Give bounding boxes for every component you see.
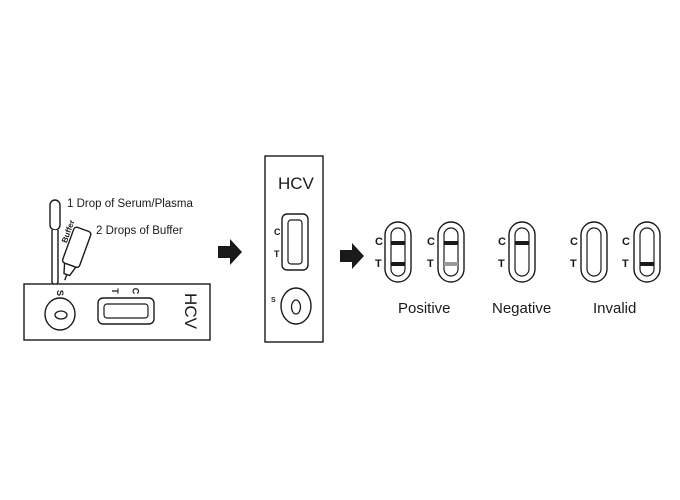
strip-t-label: T <box>570 258 577 270</box>
strip-c-label: C <box>427 236 435 248</box>
result-positive-label: Positive <box>398 300 451 317</box>
test-mark: T <box>109 288 120 294</box>
vertical-control-mark: C <box>274 227 281 237</box>
result-window-inner <box>103 303 149 319</box>
strip-invalid-none <box>580 221 608 283</box>
result-invalid-label: Invalid <box>593 300 637 317</box>
strip-c-label: C <box>498 236 506 248</box>
strip-t-label: T <box>498 258 505 270</box>
strip-c-label: C <box>622 236 630 248</box>
strip-c-label: C <box>375 236 383 248</box>
strip-t-label: T <box>427 258 434 270</box>
buffer-bottle-icon <box>61 226 92 281</box>
control-line <box>391 241 405 245</box>
vertical-sample-well-inner <box>290 299 302 315</box>
result-negative-label: Negative <box>492 300 552 317</box>
buffer-instruction: 2 Drops of Buffer <box>96 225 183 237</box>
control-line <box>444 241 458 245</box>
sample-well-inner <box>54 310 68 320</box>
vertical-window-inner <box>287 219 303 265</box>
test-line <box>640 262 654 266</box>
strip-t-label: T <box>622 258 629 270</box>
control-line <box>515 241 529 245</box>
vertical-sample-mark: S <box>271 297 276 304</box>
strip-c-label: C <box>570 236 578 248</box>
arrow-right-icon <box>340 243 364 269</box>
strip-t-label: T <box>375 258 382 270</box>
vertical-test-mark: T <box>274 249 280 259</box>
cassette-brand: HCV <box>278 174 314 193</box>
serum-instruction: 1 Drop of Serum/Plasma <box>67 198 193 210</box>
test-line <box>391 262 405 266</box>
strip-positive-strong <box>384 221 412 283</box>
strip-positive-weak <box>437 221 465 283</box>
strip-invalid-test-only <box>633 221 661 283</box>
dropper-icon <box>49 199 61 290</box>
control-mark: C <box>130 287 141 295</box>
test-line-faint <box>444 262 458 266</box>
cassette-brand-rotated: HCV <box>180 293 200 329</box>
arrow-right-icon <box>218 239 242 265</box>
sample-mark: S <box>55 289 66 297</box>
strip-negative <box>508 221 536 283</box>
